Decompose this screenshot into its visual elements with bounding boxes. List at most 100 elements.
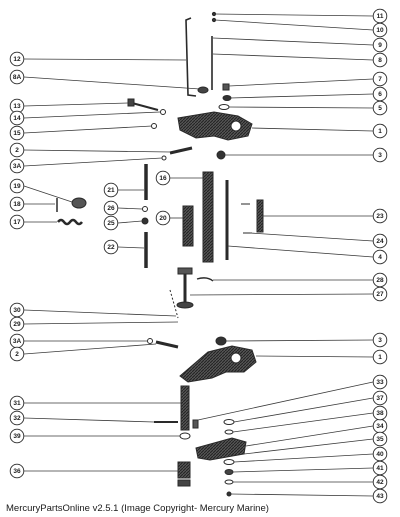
callout-circle [9, 125, 25, 141]
part-26 [142, 206, 148, 212]
callout-26: 26 [103, 200, 119, 216]
callout-number: 24 [376, 238, 384, 245]
callout-8: 8 [372, 52, 388, 68]
callout-number: 9 [378, 42, 382, 49]
callout-23: 23 [372, 208, 388, 224]
part-43 [226, 491, 232, 497]
callout-11: 11 [372, 8, 388, 24]
bracket-hole-upper [230, 120, 242, 132]
callout-circle [9, 428, 25, 444]
part-15 [151, 123, 157, 129]
callout-number: 14 [13, 115, 21, 122]
callout-number: 41 [376, 465, 384, 472]
callout-3a: 3A [9, 333, 25, 349]
lower-arm [195, 437, 247, 461]
callout-number: 8 [378, 57, 382, 64]
callout-number: 1 [378, 354, 382, 361]
callout-circle [103, 200, 119, 216]
callout-number: 7 [378, 76, 382, 83]
callout-circle [372, 405, 388, 421]
callout-circle [9, 196, 25, 212]
callout-circle [103, 215, 119, 231]
part-41 [224, 469, 234, 475]
callout-number: 17 [13, 219, 21, 226]
callout-number: 12 [13, 56, 21, 63]
callout-40: 40 [372, 446, 388, 462]
callout-15: 15 [9, 125, 25, 141]
callout-number: 8A [13, 74, 22, 81]
callout-circle [155, 170, 171, 186]
callout-circle [9, 178, 25, 194]
collar-top [177, 267, 193, 275]
part-25 [141, 217, 149, 225]
callout-19: 19 [9, 178, 25, 194]
callout-circle [372, 488, 388, 504]
callout-circle [372, 147, 388, 163]
callout-number: 34 [376, 423, 384, 430]
callout-number: 15 [13, 130, 21, 137]
collar-base [176, 301, 194, 309]
part-38 [224, 429, 234, 435]
callout-circle [9, 346, 25, 362]
sleeve-20 [182, 205, 194, 247]
callout-1: 1 [372, 123, 388, 139]
callout-31: 31 [9, 395, 25, 411]
callout-circle [9, 395, 25, 411]
callout-circle [372, 249, 388, 265]
callout-number: 5 [378, 105, 382, 112]
callout-7: 7 [372, 71, 388, 87]
callout-circle [9, 110, 25, 126]
callout-number: 30 [13, 307, 21, 314]
callout-1: 1 [372, 349, 388, 365]
callout-10: 10 [372, 22, 388, 38]
part-23 [256, 199, 264, 233]
callout-number: 2 [15, 351, 19, 358]
callout-circle [9, 158, 25, 174]
bracket-hole-lower [230, 352, 242, 364]
callout-24: 24 [372, 233, 388, 249]
callout-number: 18 [13, 201, 21, 208]
callout-number: 43 [376, 493, 384, 500]
bolt-13-head [127, 98, 135, 107]
callout-number: 6 [378, 91, 382, 98]
part-5 [218, 104, 230, 110]
callout-2: 2 [9, 346, 25, 362]
callout-number: 3 [378, 337, 382, 344]
part-2-upper [169, 146, 193, 155]
bolt-13 [131, 102, 159, 111]
part-3-upper [216, 150, 226, 160]
callout-number: 13 [13, 103, 21, 110]
part-6 [222, 95, 232, 101]
callouts: 1233A456788A9101112131415161718192021222… [9, 8, 388, 504]
callout-number: 42 [376, 479, 384, 486]
callout-3: 3 [372, 147, 388, 163]
callout-circle [372, 52, 388, 68]
callout-circle [372, 390, 388, 406]
callout-number: 31 [13, 400, 21, 407]
part-8a [197, 86, 209, 94]
callout-circle [372, 123, 388, 139]
callout-17: 17 [9, 214, 25, 230]
clip-28 [196, 277, 214, 282]
parts-drawing [56, 11, 264, 497]
callout-number: 33 [376, 379, 384, 386]
callout-circle [155, 210, 171, 226]
callout-12: 12 [9, 51, 25, 67]
callout-39: 39 [9, 428, 25, 444]
callout-number: 1 [378, 128, 382, 135]
part-36 [177, 461, 191, 479]
callout-6: 6 [372, 86, 388, 102]
bracket-upper [177, 111, 253, 141]
part-40 [223, 459, 235, 465]
callout-number: 40 [376, 451, 384, 458]
callout-number: 16 [159, 175, 167, 182]
callout-number: 28 [376, 277, 384, 284]
callout-circle [372, 8, 388, 24]
callout-16: 16 [155, 170, 171, 186]
part-14 [160, 109, 166, 115]
callout-number: 36 [13, 468, 21, 475]
callout-circle [372, 431, 388, 447]
callout-number: 29 [13, 321, 21, 328]
part-33 [192, 419, 199, 429]
callout-2: 2 [9, 142, 25, 158]
